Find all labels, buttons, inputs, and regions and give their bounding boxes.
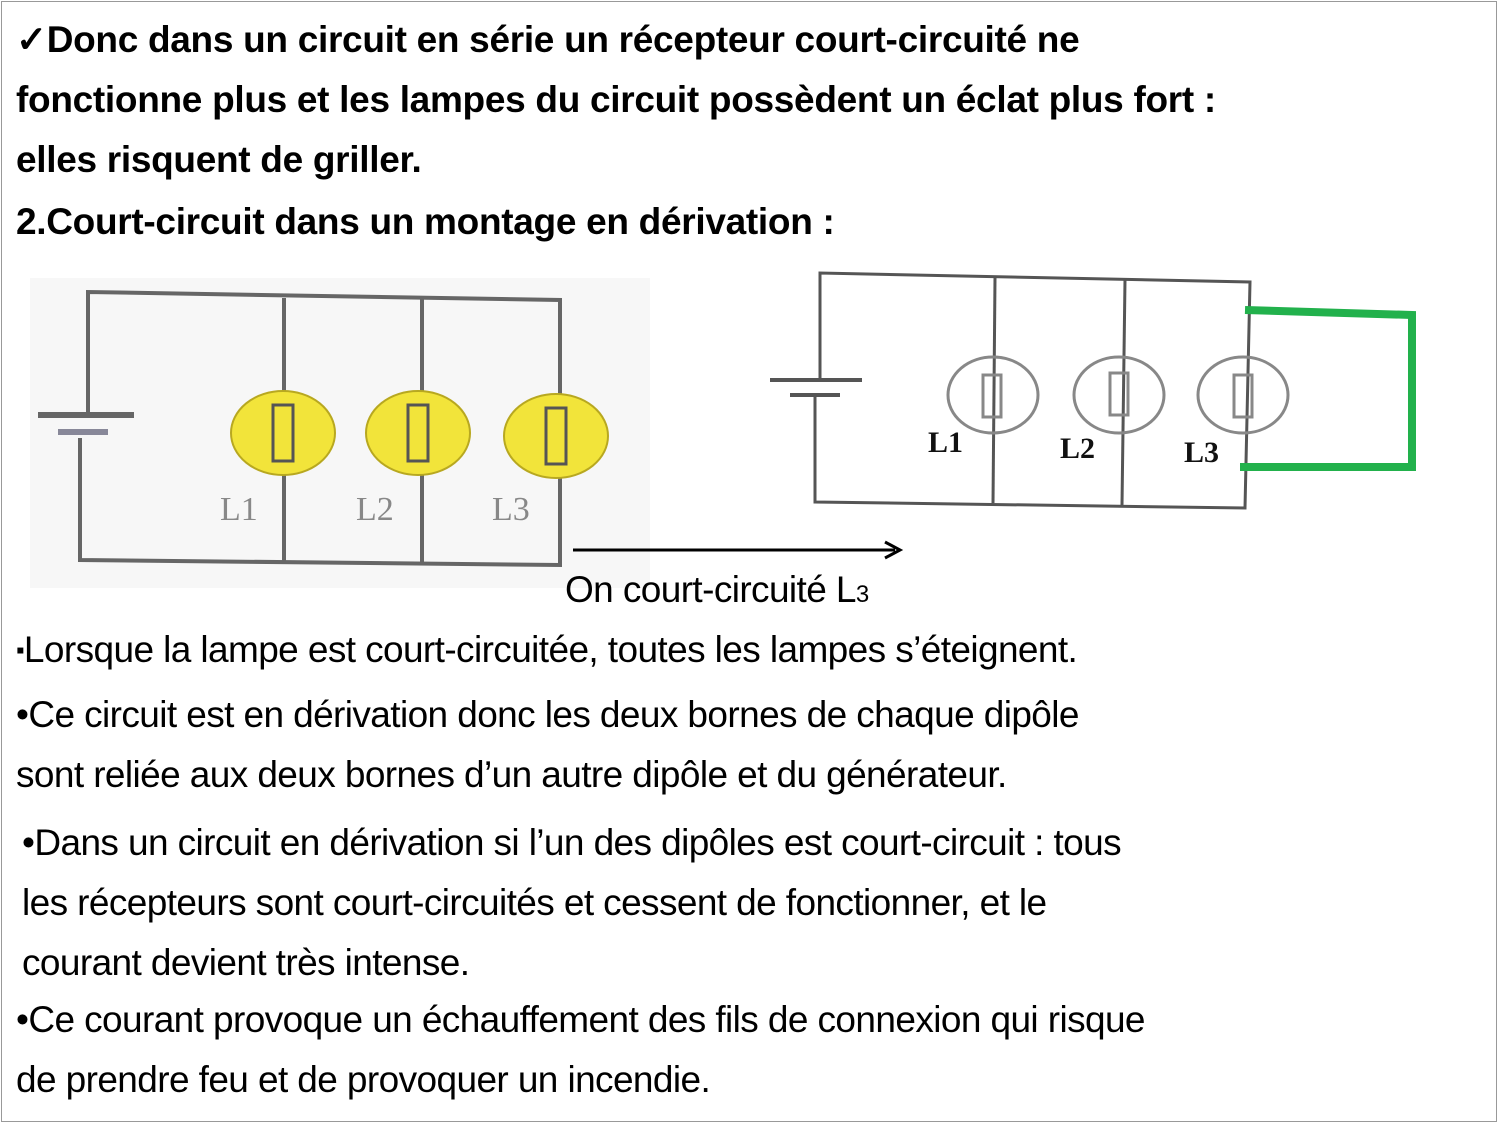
check-icon: ✓	[16, 19, 47, 60]
label-l2: L2	[356, 491, 394, 528]
figure-caption: On court-circuité L3	[565, 569, 869, 610]
paragraph-4-line-2: de prendre feu et de provoquer un incend…	[16, 1059, 711, 1100]
paragraph-3-line-2: les récepteurs sont court-circuités et c…	[22, 882, 1047, 923]
section-title: 2.Court-circuit dans un montage en dériv…	[16, 201, 835, 242]
paragraph-3-line-1: •Dans un circuit en dérivation si l’un d…	[22, 822, 1122, 863]
arrow	[573, 540, 904, 560]
paragraph-1: ▪Lorsque la lampe est court-circuitée, t…	[16, 629, 1078, 670]
label-l2: L2	[1060, 432, 1095, 465]
lamp-l2	[365, 390, 471, 476]
paragraph-2-line-2: sont reliée aux deux bornes d’un autre d…	[16, 754, 1007, 795]
paragraph-3-line-3: courant devient très intense.	[22, 942, 470, 983]
label-l3: L3	[492, 491, 530, 528]
circuit-figure: L1 L2 L3 L1 L2 L3	[38, 271, 1416, 568]
intro-line-1: ✓Donc dans un circuit en série un récept…	[16, 19, 1080, 60]
lamp-l3	[503, 393, 609, 479]
square-bullet-icon: ▪	[16, 637, 25, 664]
paragraph-2-line-1: •Ce circuit est en dérivation donc les d…	[16, 694, 1079, 735]
lamp-l1	[230, 390, 336, 476]
paragraph-4-line-1: •Ce courant provoque un échauffement des…	[16, 999, 1146, 1040]
label-l1: L1	[928, 426, 963, 459]
intro-line-2: fonctionne plus et les lampes du circuit…	[16, 79, 1216, 120]
parallel-circuit-shorted	[770, 271, 1290, 510]
short-circuit-wire	[1240, 306, 1416, 471]
intro-line-3: elles risquent de griller.	[16, 139, 422, 180]
label-l1: L1	[220, 491, 258, 528]
label-l3: L3	[1184, 436, 1219, 469]
